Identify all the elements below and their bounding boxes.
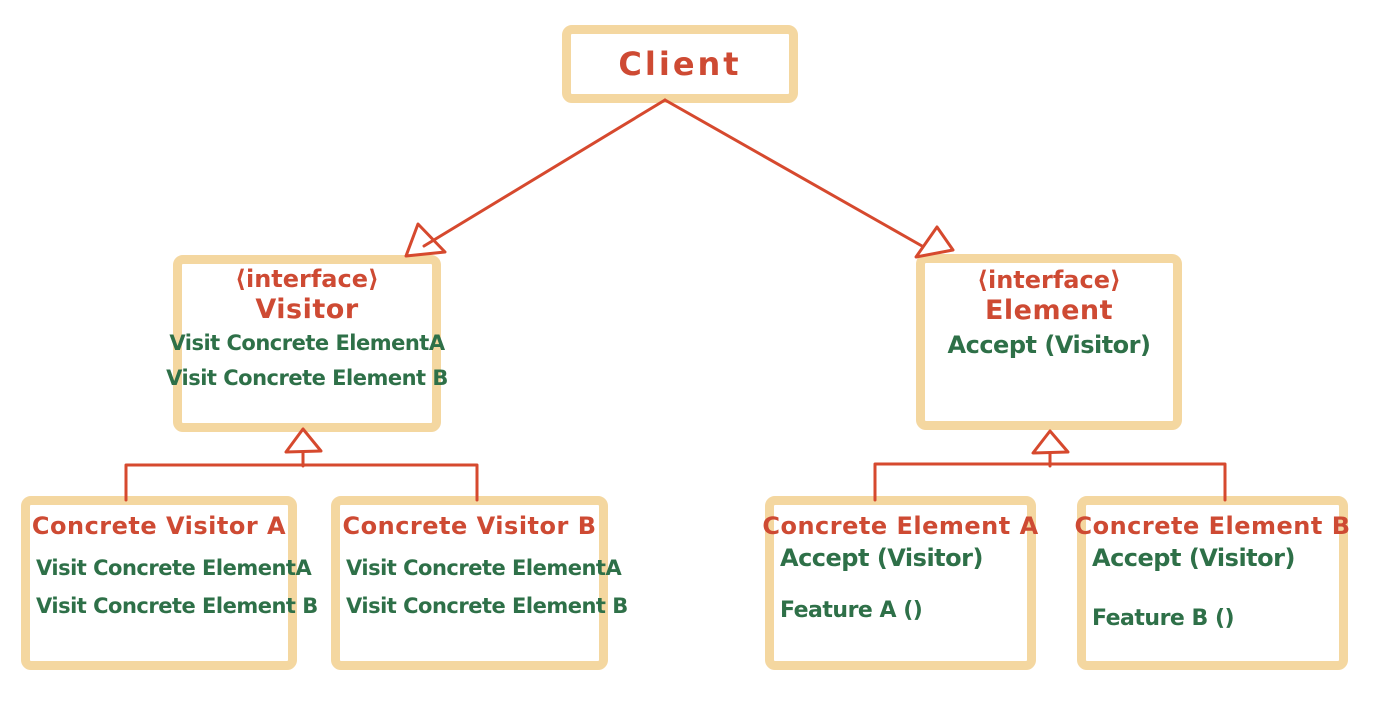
method-visit-concrete-element-b: Visit Concrete Element B	[36, 594, 318, 619]
method-visit-concrete-element-a: Visit Concrete ElementA	[36, 556, 312, 581]
method-visit-concrete-element-b: Visit Concrete Element B	[166, 365, 448, 390]
arrowhead-element	[914, 225, 955, 259]
method-accept-visitor: Accept (Visitor)	[780, 544, 983, 573]
class-name-visitor: Visitor	[255, 293, 359, 325]
class-name-concrete-visitor-b: Concrete Visitor B	[342, 512, 597, 540]
method-visit-concrete-element-a: Visit Concrete ElementA	[169, 330, 445, 355]
class-box-concrete-element-b: Concrete Element B Accept (Visitor) Feat…	[1074, 496, 1351, 670]
inheritance-rail-elements	[873, 462, 1227, 502]
inheritance-triangle-visitor	[284, 427, 323, 454]
stereotype-label: ⟨interface⟩	[235, 265, 379, 293]
inheritance-rail-visitors	[124, 463, 479, 502]
method-feature-a: Feature A ()	[780, 598, 923, 624]
class-name-concrete-element-b: Concrete Element B	[1074, 512, 1351, 540]
method-accept-visitor: Accept (Visitor)	[947, 330, 1151, 359]
method-visit-concrete-element-b: Visit Concrete Element B	[346, 594, 628, 619]
arrowhead-visitor	[404, 222, 447, 258]
method-feature-b: Feature B ()	[1092, 606, 1235, 632]
class-box-element-interface: ⟨interface⟩ Element Accept (Visitor)	[916, 254, 1182, 430]
inheritance-triangle-element	[1031, 429, 1070, 455]
class-name-client: Client	[618, 45, 742, 83]
stereotype-label: ⟨interface⟩	[977, 266, 1121, 294]
class-name-element: Element	[984, 294, 1114, 326]
class-box-client: Client	[562, 25, 798, 103]
class-box-concrete-visitor-a: Concrete Visitor A Visit Concrete Elemen…	[21, 496, 318, 670]
method-accept-visitor: Accept (Visitor)	[1092, 544, 1295, 573]
class-box-visitor-interface: ⟨interface⟩ Visitor Visit Concrete Eleme…	[166, 255, 448, 432]
method-visit-concrete-element-a: Visit Concrete ElementA	[346, 556, 622, 581]
class-box-concrete-element-a: Concrete Element A Accept (Visitor) Feat…	[762, 496, 1039, 670]
connector-client-to-visitor	[422, 98, 667, 248]
class-box-concrete-visitor-b: Concrete Visitor B Visit Concrete Elemen…	[331, 496, 628, 670]
class-name-concrete-element-a: Concrete Element A	[762, 512, 1039, 540]
connector-client-to-element	[663, 98, 924, 248]
class-name-concrete-visitor-a: Concrete Visitor A	[31, 512, 287, 540]
